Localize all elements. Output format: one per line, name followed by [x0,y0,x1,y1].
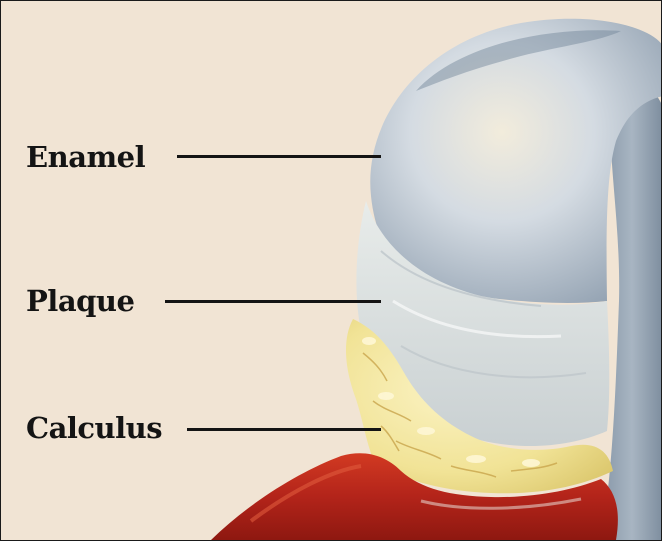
calculus-leader-line [187,428,381,431]
plaque-label: Plaque [26,287,134,316]
plaque-leader-line [165,300,381,303]
enamel-label: Enamel [26,143,145,172]
calculus-label: Calculus [26,414,162,443]
enamel-leader-line [177,155,381,158]
